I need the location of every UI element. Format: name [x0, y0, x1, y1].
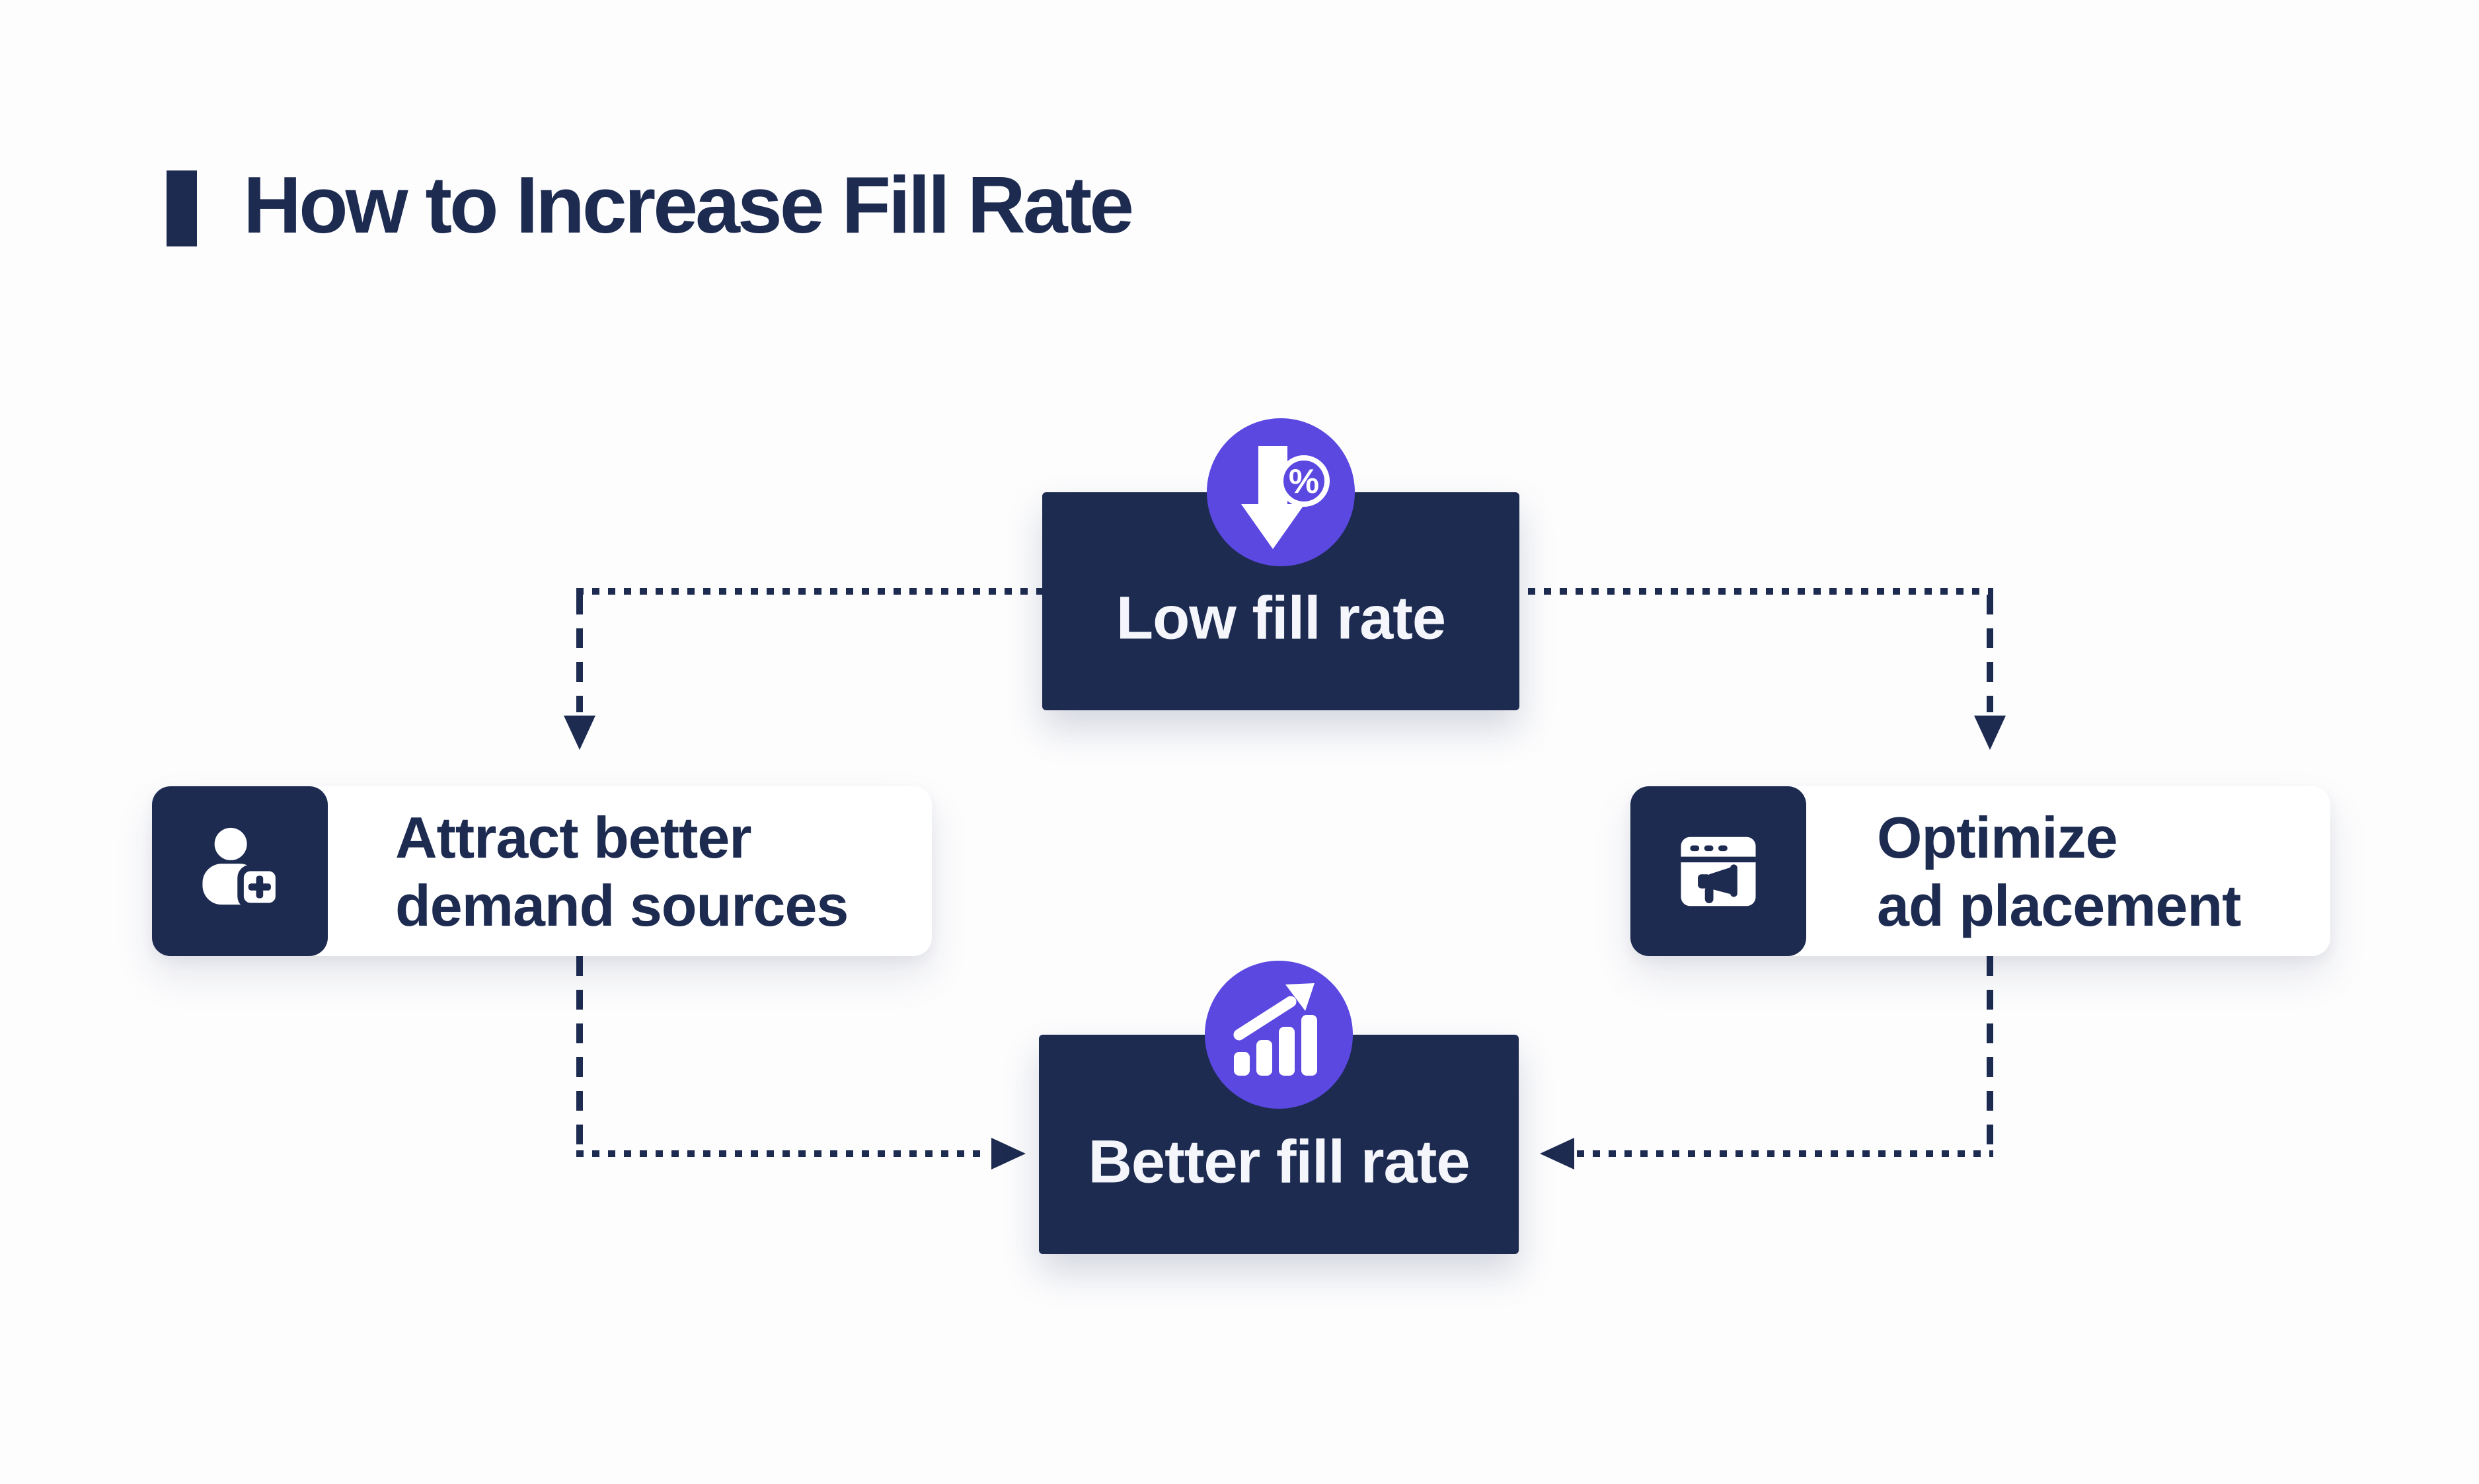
- arrow-down-right-icon: [1974, 716, 2006, 750]
- arrow-down-percent-icon: %: [1207, 418, 1355, 566]
- page-title: How to Increase Fill Rate: [243, 160, 1134, 250]
- bar-chart-up-glyph: [1233, 983, 1317, 1076]
- ad-browser-megaphone-glyph: [1681, 836, 1756, 906]
- node-low-fill-rate: % Low fill rate: [1042, 418, 1519, 710]
- arrow-down-percent-glyph: %: [1241, 446, 1330, 549]
- node-low-label: Low fill rate: [1116, 584, 1446, 652]
- node-better-fill-rate: Better fill rate: [1039, 961, 1519, 1254]
- card-optimize-label: Optimize ad placement: [1877, 803, 2241, 940]
- title-accent-bar: [167, 170, 197, 246]
- arrow-down-left-icon: [564, 716, 595, 750]
- card-attract-label: Attract better demand sources: [395, 803, 849, 940]
- arrow-left-icon: [1540, 1138, 1574, 1169]
- ad-browser-megaphone-icon: [1630, 786, 1806, 956]
- bar-chart-up-icon: [1205, 961, 1353, 1109]
- card-attract-demand-sources: Attract better demand sources: [152, 786, 932, 956]
- node-better-label: Better fill rate: [1088, 1128, 1470, 1196]
- card-optimize-label-line1: Optimize: [1877, 804, 2118, 870]
- add-user-glyph: [202, 827, 282, 909]
- percent-badge-label: %: [1289, 463, 1319, 501]
- arrow-right-icon: [991, 1138, 1026, 1169]
- add-user-icon: [152, 786, 328, 956]
- card-attract-label-line2: demand sources: [395, 872, 849, 938]
- card-optimize-label-line2: ad placement: [1877, 872, 2241, 938]
- card-attract-label-line1: Attract better: [395, 804, 752, 870]
- card-optimize-ad-placement: Optimize ad placement: [1630, 786, 2330, 956]
